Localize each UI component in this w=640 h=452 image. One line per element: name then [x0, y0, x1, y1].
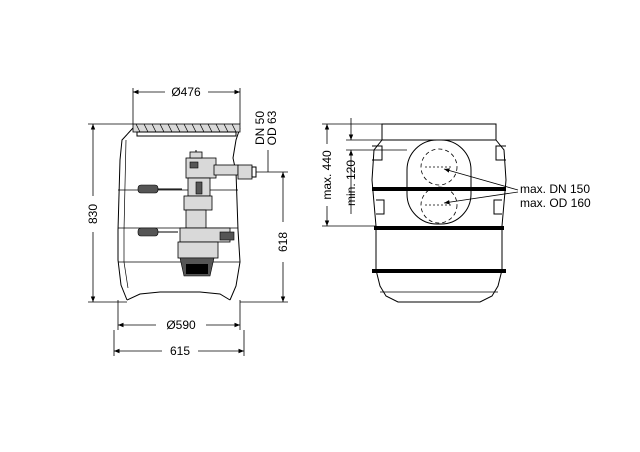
front-view: Ø476 830 618 DN 50 OD 63 — [86, 85, 290, 358]
dim-inlet-height-label: 618 — [276, 232, 290, 252]
dim-inner-diameter-label: Ø590 — [166, 318, 196, 332]
dim-outer-width-label: 615 — [170, 344, 190, 358]
dimension-pipe-size: DN 50 OD 63 — [253, 110, 279, 172]
dim-max-od-label: max. OD 160 — [520, 196, 591, 210]
dim-top-diameter-label: Ø476 — [171, 85, 201, 99]
seal-band-lower — [372, 269, 506, 273]
dimension-inlet-height: 618 — [240, 171, 290, 303]
dim-pipe-dn-label: DN 50 — [253, 111, 267, 145]
dimension-min-height: min. 120 — [344, 118, 407, 214]
pump-assembly — [177, 150, 239, 277]
inlet-plate — [406, 139, 472, 225]
side-view: max. DN 150 max. OD 160 max. 440 min. 12… — [320, 118, 591, 303]
outlet-pipe — [237, 164, 253, 180]
dim-pipe-od-label: OD 63 — [265, 110, 279, 145]
inlet-circle-lower — [420, 186, 458, 224]
dimension-total-height: 830 — [86, 123, 133, 303]
tank-outline-right — [229, 127, 241, 301]
side-body-outline — [371, 139, 507, 303]
tank-bottom — [126, 291, 231, 301]
dimension-outer-width: 615 — [113, 330, 245, 358]
tank-inner-wall — [123, 139, 129, 289]
dimension-max-height: max. 440 — [320, 123, 382, 227]
tank-outline-left — [117, 127, 134, 301]
dim-min-height-label: min. 120 — [344, 160, 358, 206]
collar-top — [381, 123, 497, 141]
dim-max-height-label: max. 440 — [320, 150, 334, 200]
seal-band-upper — [372, 187, 506, 191]
float-switch-upper — [137, 184, 182, 194]
dim-total-height-label: 830 — [86, 204, 100, 224]
seal-band-middle — [374, 226, 504, 230]
dimension-inner-diameter: Ø590 — [117, 300, 241, 332]
float-switch-lower — [137, 227, 178, 237]
tank-lid — [132, 123, 241, 133]
dimension-top-diameter: Ø476 — [132, 85, 241, 124]
inlet-circle-upper — [420, 148, 458, 186]
dim-max-dn-label: max. DN 150 — [520, 182, 590, 196]
